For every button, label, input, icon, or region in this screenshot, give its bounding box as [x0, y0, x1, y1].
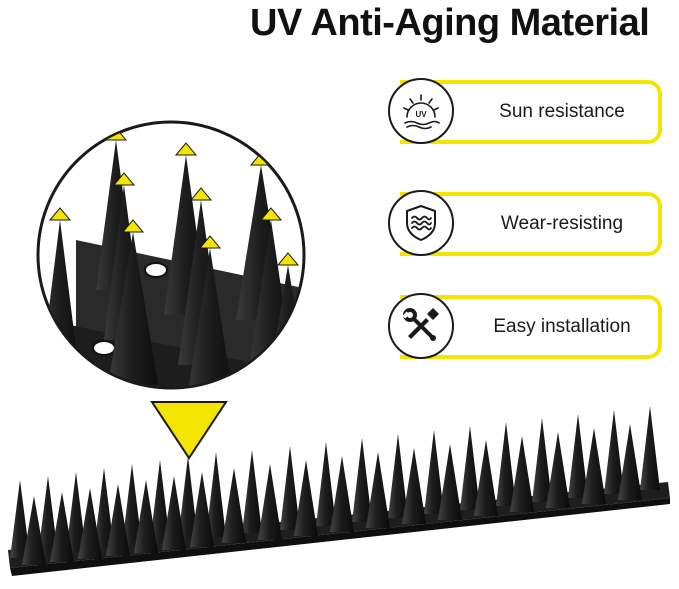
sun-uv-icon: UV: [403, 94, 440, 130]
feature-badge: UV: [388, 78, 454, 144]
feature-sun-resistance: UV Sun resistance: [388, 78, 664, 144]
feature-badge: [388, 190, 454, 256]
feature-label: Easy installation: [493, 316, 631, 337]
uv-badge-text: UV: [415, 110, 427, 119]
spike-strip-illustration: [8, 406, 670, 576]
wear-shield-icon: [406, 205, 436, 241]
feature-label: Sun resistance: [499, 101, 625, 122]
tools-icon: [402, 308, 439, 341]
feature-wear-resisting: Wear-resisting: [388, 190, 664, 256]
page-title: UV Anti-Aging Material: [250, 2, 650, 44]
feature-label: Wear-resisting: [500, 213, 624, 234]
zoom-pointer: [150, 401, 228, 460]
feature-easy-installation: Easy installation: [388, 293, 664, 359]
feature-badge: [388, 293, 454, 359]
zoom-detail-illustration: [36, 120, 306, 460]
